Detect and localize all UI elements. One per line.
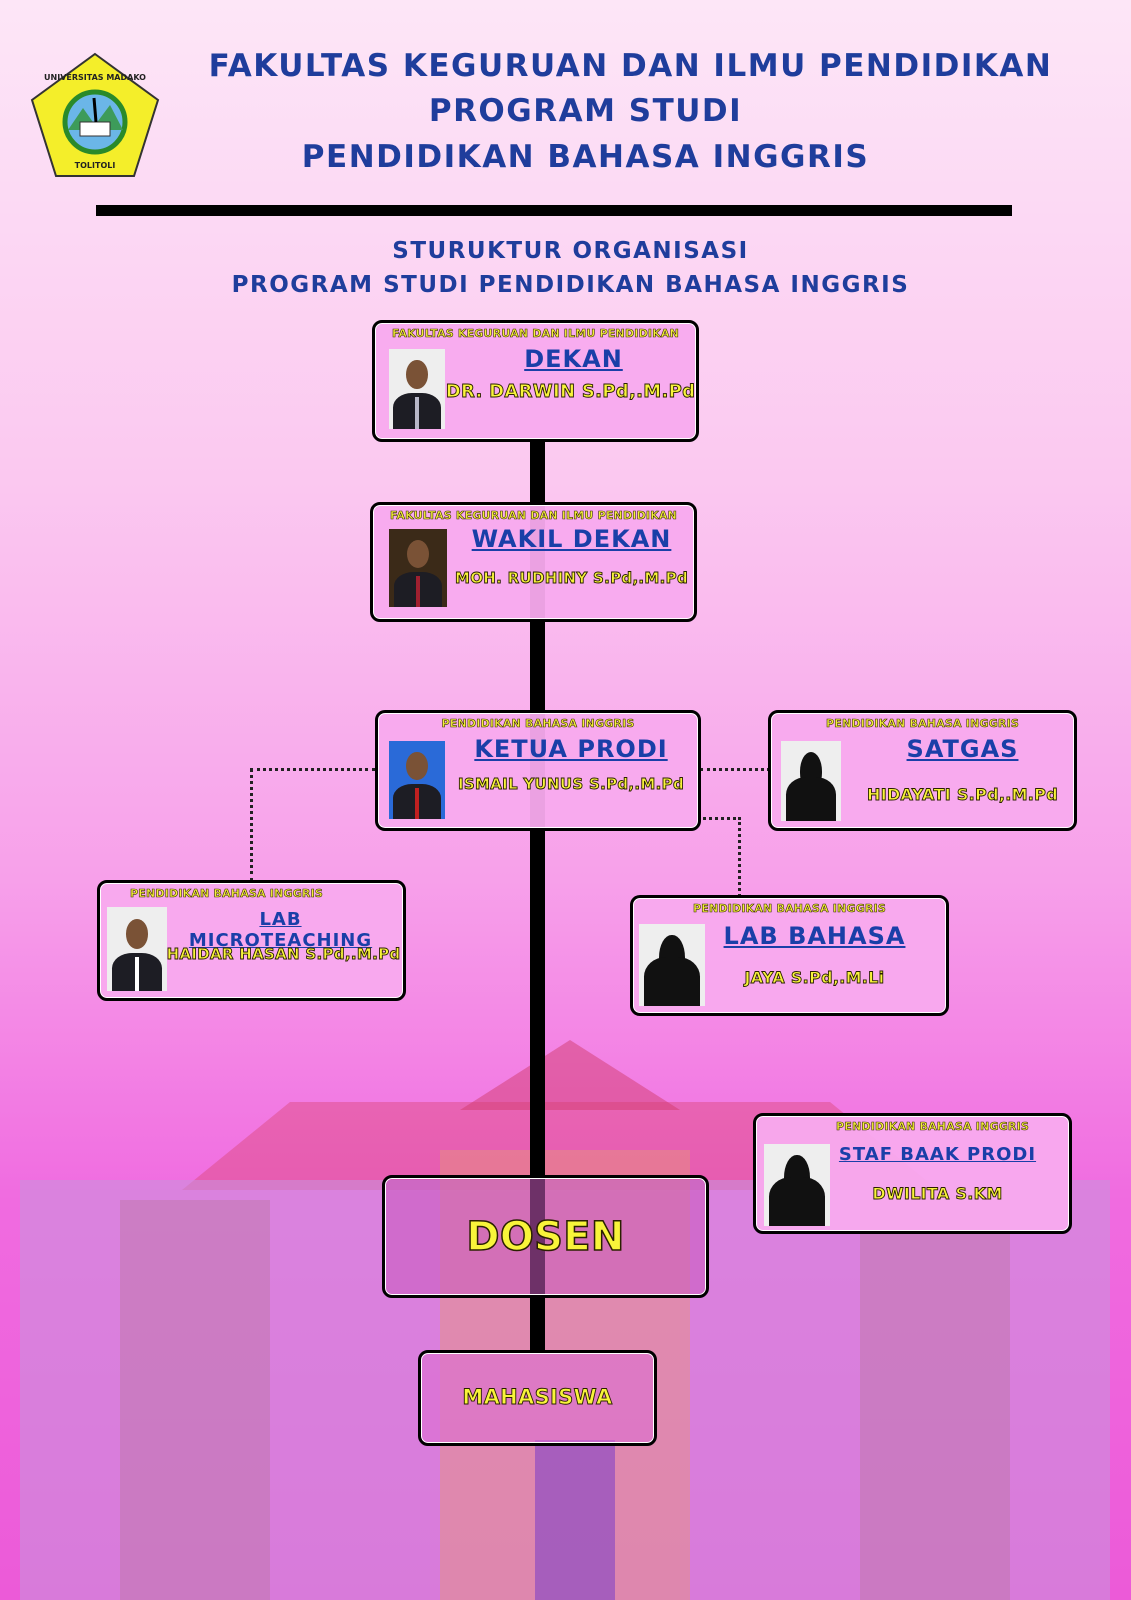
node-lab-bahasa: PENDIDIKAN BAHASA INGGRIS LAB BAHASA JAY… [630, 895, 949, 1016]
main-connector [530, 440, 545, 1352]
node-role: DOSEN [466, 1213, 626, 1261]
node-name: DWILITA S.KM [872, 1184, 1003, 1204]
node-mahasiswa: MAHASISWA [418, 1350, 657, 1446]
node-name: MOH. RUDHINY S.Pd,.M.Pd [455, 569, 689, 588]
chart-title: STURUKTUR ORGANISASI [392, 238, 749, 264]
node-role: WAKIL DEKAN [471, 525, 672, 553]
node-role: STAF BAAK PRODI [838, 1144, 1037, 1165]
node-role: SATGAS [906, 735, 1019, 763]
node-role: LAB MICROTEACHING [188, 909, 373, 951]
node-role: LAB BAHASA [723, 922, 906, 950]
chart-subtitle: PROGRAM STUDI PENDIDIKAN BAHASA INGGRIS [231, 272, 910, 298]
connector-ketua-labbahasa [698, 817, 741, 897]
node-dosen: DOSEN [382, 1175, 709, 1298]
node-wakil-dekan: FAKULTAS KEGURUAN DAN ILMU PENDIDIKAN WA… [370, 502, 697, 622]
node-name: HAIDAR HASAN S.Pd,.M.Pd [166, 945, 401, 964]
node-unit: FAKULTAS KEGURUAN DAN ILMU PENDIDIKAN [389, 509, 678, 523]
node-name: HIDAYATI S.Pd,.M.Pd [867, 785, 1059, 805]
photo-ketua-prodi [389, 741, 445, 819]
node-role: DEKAN [524, 345, 623, 373]
header-department: PENDIDIKAN BAHASA INGGRIS [301, 139, 870, 175]
node-name: ISMAIL YUNUS S.Pd,.M.Pd [458, 775, 685, 794]
node-role: KETUA PRODI [474, 735, 668, 763]
photo-lab-bahasa [639, 924, 705, 1006]
node-name: DR. DARWIN S.Pd,.M.Pd [445, 381, 696, 403]
photo-dekan [389, 349, 445, 429]
node-lab-microteaching: PENDIDIKAN BAHASA INGGRIS LAB MICROTEACH… [97, 880, 406, 1001]
header-program: PROGRAM STUDI [428, 93, 743, 129]
connector-ketua-satgas [700, 768, 770, 771]
node-unit: PENDIDIKAN BAHASA INGGRIS [441, 717, 635, 731]
node-unit: PENDIDIKAN BAHASA INGGRIS [692, 902, 887, 916]
header-divider [96, 205, 1012, 216]
node-unit: PENDIDIKAN BAHASA INGGRIS [129, 887, 324, 901]
photo-staf-baak [764, 1144, 830, 1226]
node-satgas: PENDIDIKAN BAHASA INGGRIS SATGAS HIDAYAT… [768, 710, 1077, 831]
node-name: JAYA S.Pd,.M.Li [744, 968, 885, 988]
university-logo: UNIVERSITAS MADAKO TOLITOLI [30, 52, 160, 177]
connector-ketua-microteaching [250, 768, 375, 882]
header-faculty: FAKULTAS KEGURUAN DAN ILMU PENDIDIKAN [208, 48, 1053, 84]
photo-wakil-dekan [389, 529, 447, 607]
node-role: MAHASISWA [462, 1385, 613, 1410]
node-unit: PENDIDIKAN BAHASA INGGRIS [835, 1120, 1030, 1134]
svg-text:TOLITOLI: TOLITOLI [75, 161, 116, 170]
svg-text:UNIVERSITAS MADAKO: UNIVERSITAS MADAKO [44, 73, 146, 82]
photo-lab-microteaching [107, 907, 167, 991]
node-ketua-prodi: PENDIDIKAN BAHASA INGGRIS KETUA PRODI IS… [375, 710, 701, 831]
node-dekan: FAKULTAS KEGURUAN DAN ILMU PENDIDIKAN DE… [372, 320, 699, 442]
node-unit: PENDIDIKAN BAHASA INGGRIS [825, 717, 1020, 731]
node-unit: FAKULTAS KEGURUAN DAN ILMU PENDIDIKAN [391, 327, 680, 341]
photo-satgas [781, 741, 841, 821]
node-staf-baak: PENDIDIKAN BAHASA INGGRIS STAF BAAK PROD… [753, 1113, 1072, 1234]
